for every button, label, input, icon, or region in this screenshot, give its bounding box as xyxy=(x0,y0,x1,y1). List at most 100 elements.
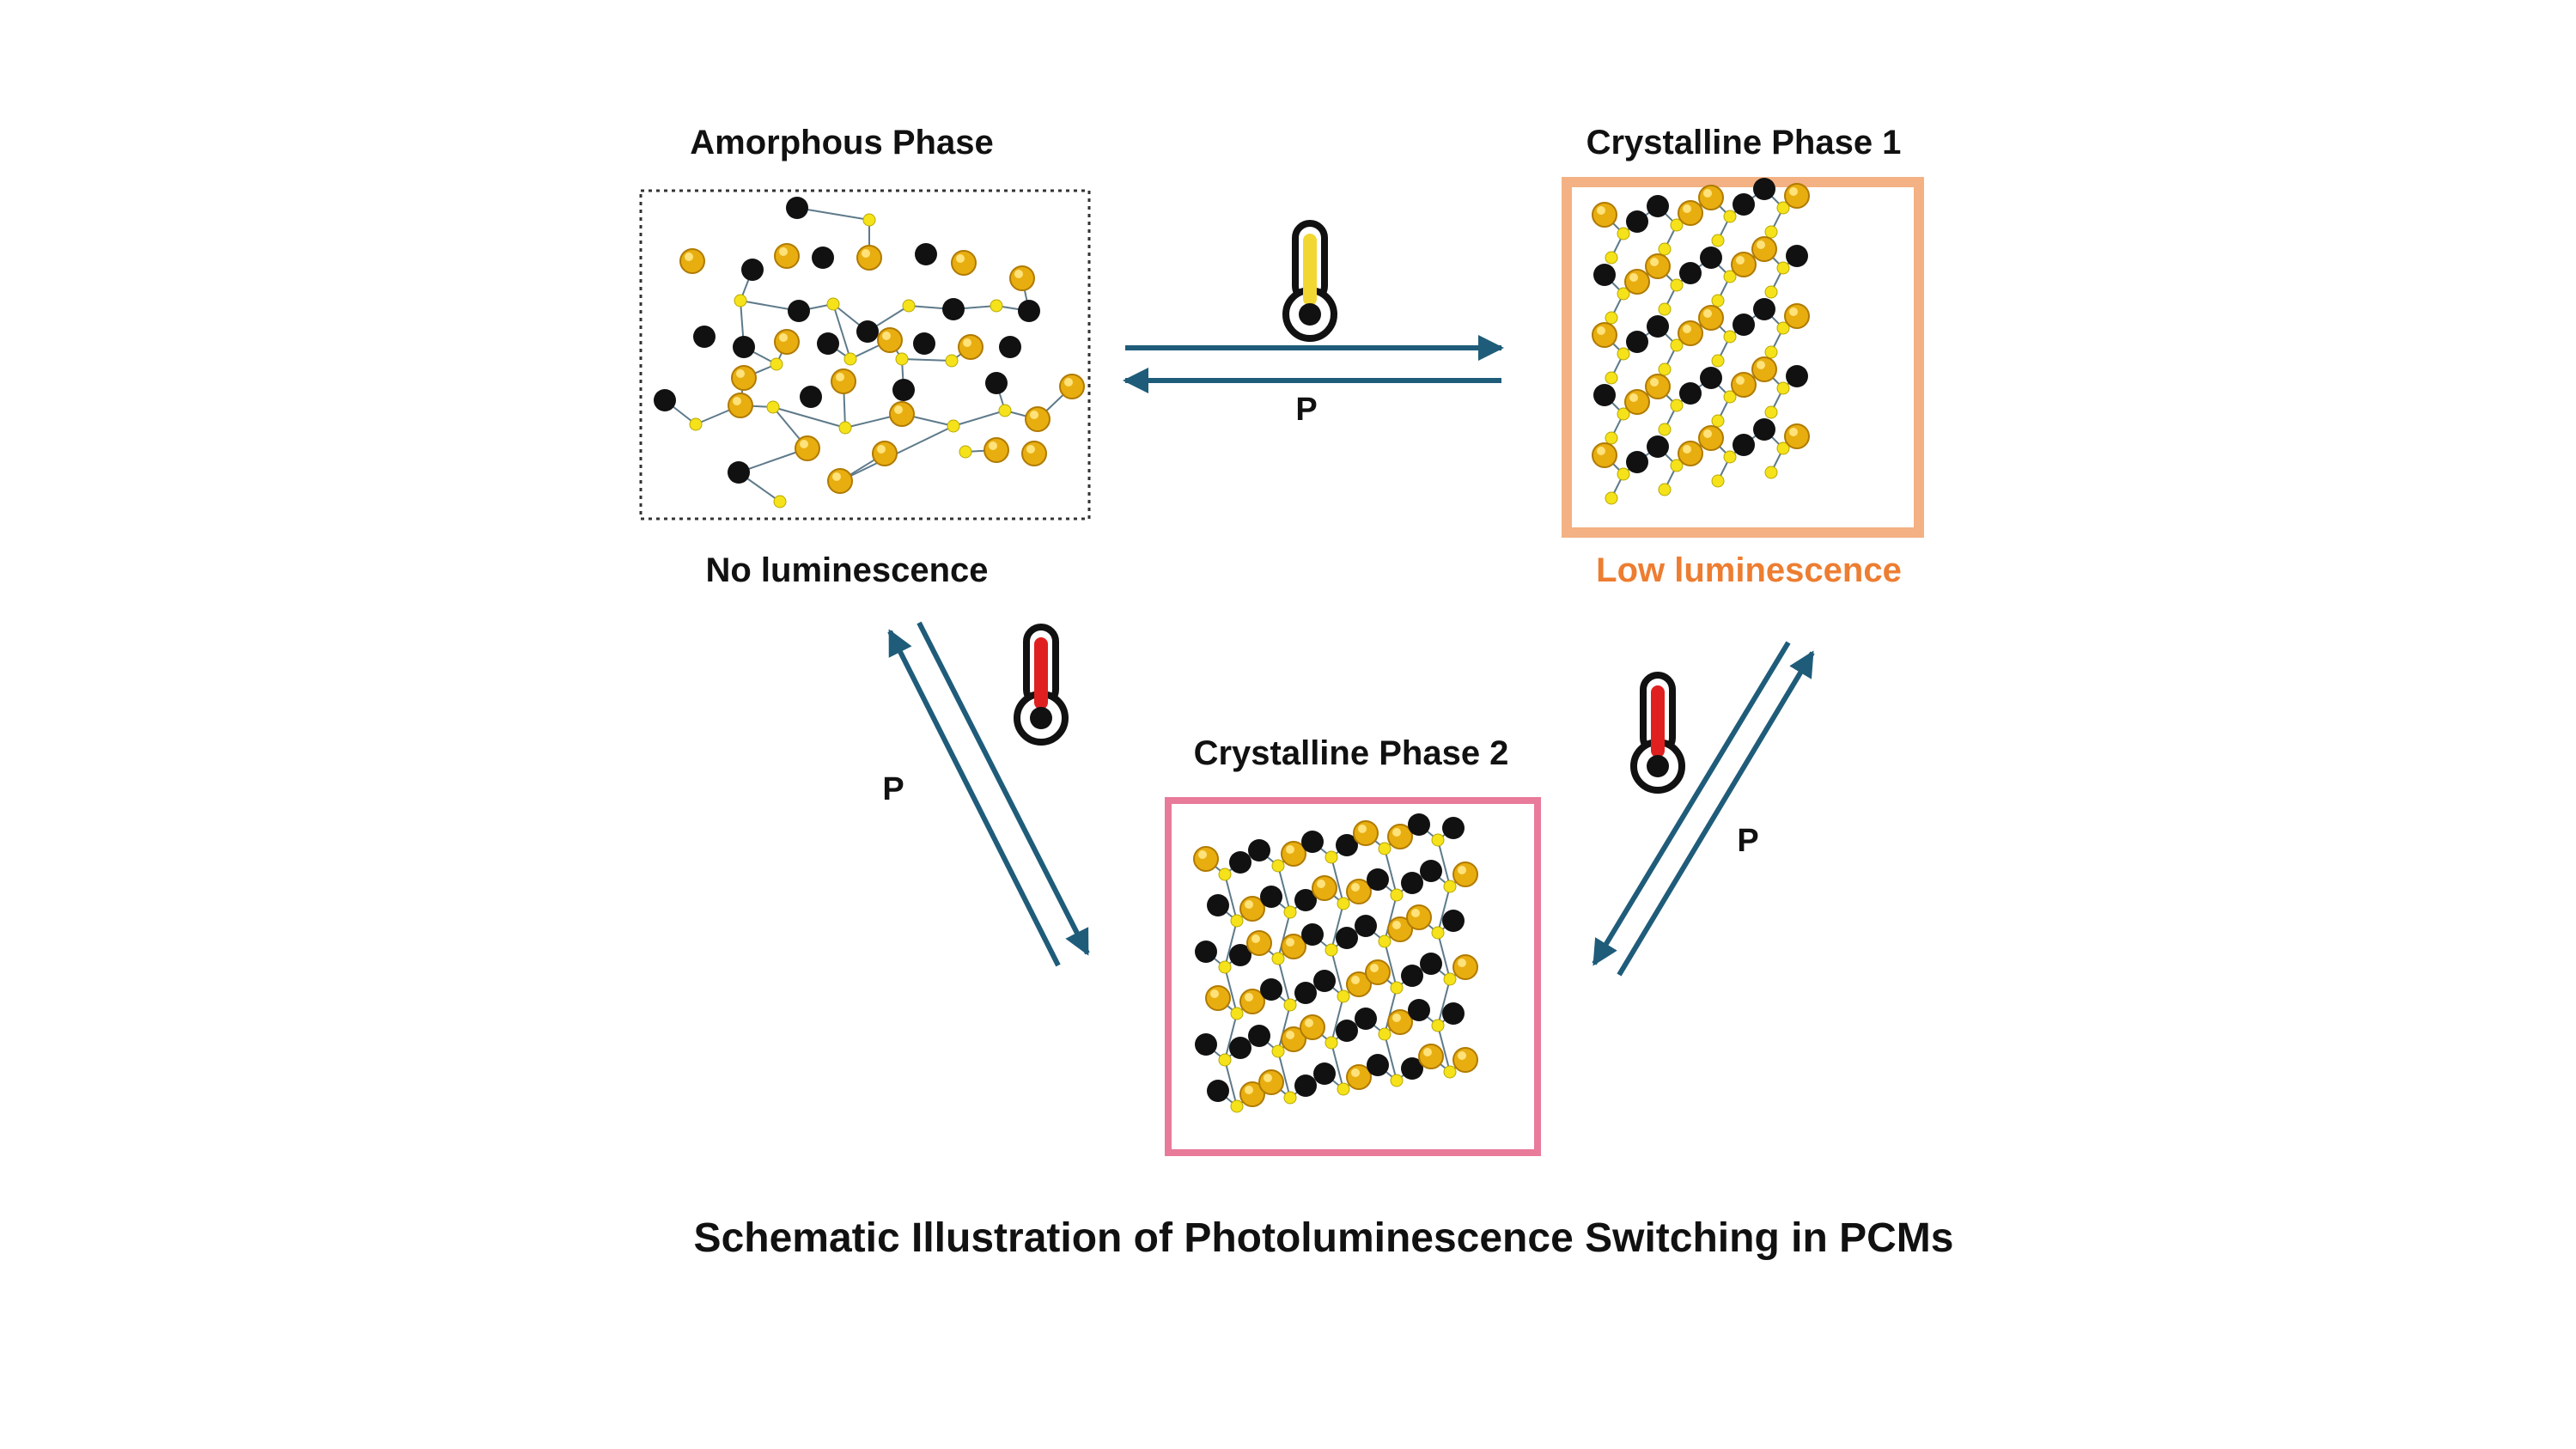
figure-caption: Schematic Illustration of Photoluminesce… xyxy=(693,1215,1954,1261)
crystalline2-phase-title: Crystalline Phase 2 xyxy=(1193,734,1509,772)
atom-highlight xyxy=(1351,883,1360,892)
small-atom xyxy=(945,354,959,368)
gold-atom xyxy=(1698,305,1724,331)
small-atom xyxy=(689,417,703,431)
gold-atom xyxy=(827,468,853,494)
bond xyxy=(1224,920,1238,968)
gold-atom xyxy=(1452,1047,1478,1073)
small-atom xyxy=(1337,989,1350,1003)
amorphous-luminescence-label: No luminescence xyxy=(705,551,989,589)
atom-highlight xyxy=(1789,307,1798,316)
small-atom xyxy=(1230,914,1244,928)
small-atom xyxy=(1711,234,1725,247)
bond xyxy=(1224,874,1238,922)
atom-highlight xyxy=(1458,866,1466,874)
gold-atom xyxy=(731,365,757,391)
bond xyxy=(1384,1033,1398,1081)
small-atom xyxy=(1271,1044,1285,1058)
dark-atom xyxy=(1733,193,1755,216)
atom-highlight xyxy=(877,445,886,454)
gold-atom xyxy=(1021,441,1047,466)
gold-atom xyxy=(774,329,800,355)
small-atom xyxy=(1711,414,1725,428)
small-atom xyxy=(1431,833,1445,847)
small-atom xyxy=(862,213,876,227)
small-atom xyxy=(1443,972,1457,986)
small-atom xyxy=(1378,842,1392,855)
gold-atom xyxy=(1698,425,1724,451)
gold-atom xyxy=(1258,1069,1284,1095)
gold-atom xyxy=(1353,820,1379,846)
small-atom xyxy=(1617,227,1630,240)
small-atom xyxy=(1325,943,1338,957)
small-atom xyxy=(1283,998,1297,1012)
gold-atom xyxy=(1751,236,1777,262)
dark-atom xyxy=(1442,1002,1465,1025)
atom-highlight xyxy=(882,332,891,340)
small-atom xyxy=(1670,278,1684,292)
bond xyxy=(1331,856,1344,904)
dark-atom xyxy=(1367,1054,1389,1076)
dark-atom xyxy=(1626,451,1648,473)
dark-atom xyxy=(915,243,937,265)
bond xyxy=(832,303,851,360)
atom-highlight xyxy=(1026,445,1035,454)
small-atom xyxy=(1776,201,1790,215)
thermometer-icon-right xyxy=(1630,672,1685,794)
atom-highlight xyxy=(685,253,693,261)
small-atom xyxy=(1605,251,1618,265)
bond xyxy=(1437,839,1451,887)
dark-atom xyxy=(1313,970,1336,992)
dark-atom xyxy=(1626,331,1648,353)
small-atom xyxy=(1670,218,1684,232)
atom-highlight xyxy=(1650,258,1659,266)
gold-atom xyxy=(1784,423,1810,449)
dark-atom xyxy=(1195,941,1217,963)
atom-highlight xyxy=(1358,825,1367,833)
dark-atom xyxy=(1401,965,1423,987)
small-atom xyxy=(895,352,909,366)
small-atom xyxy=(1605,311,1618,325)
dark-atom xyxy=(1301,923,1324,946)
atom-highlight xyxy=(1014,270,1023,278)
amorphous-structure xyxy=(654,197,1085,508)
dark-atom xyxy=(1207,1080,1229,1102)
small-atom xyxy=(1283,905,1297,919)
atom-highlight xyxy=(1597,447,1605,455)
atom-highlight xyxy=(1351,976,1360,984)
gold-atom xyxy=(1731,252,1757,277)
gold-atom xyxy=(951,250,977,276)
small-atom xyxy=(1431,1019,1445,1032)
crystalline1-luminescence-label: Low luminescence xyxy=(1596,551,1902,589)
gold-atom xyxy=(984,437,1009,463)
atom-highlight xyxy=(1245,1086,1253,1094)
dark-atom xyxy=(1679,382,1702,405)
gold-atom xyxy=(856,245,882,271)
bond xyxy=(772,406,846,429)
atom-highlight xyxy=(1458,1051,1466,1060)
atom-highlight xyxy=(1683,445,1691,454)
dark-atom xyxy=(1336,1020,1358,1042)
dark-atom xyxy=(1733,314,1755,336)
arrow-crystalline2-to-crystalline1 xyxy=(1617,650,1815,977)
small-atom xyxy=(1711,354,1725,368)
dark-atom xyxy=(1313,1062,1336,1085)
small-atom xyxy=(1658,423,1672,436)
dark-atom xyxy=(1367,868,1389,891)
small-atom xyxy=(1337,1082,1350,1096)
atom-highlight xyxy=(1210,989,1219,998)
dark-atom xyxy=(1420,953,1442,975)
atom-highlight xyxy=(1245,900,1253,909)
bond xyxy=(1331,903,1344,951)
small-atom xyxy=(1670,399,1684,412)
dark-atom xyxy=(1260,978,1282,1001)
atom-highlight xyxy=(1736,256,1745,265)
gold-atom xyxy=(1406,904,1432,930)
gold-atom xyxy=(1452,954,1478,980)
dark-atom xyxy=(892,379,915,401)
dark-atom xyxy=(1442,817,1465,839)
small-atom xyxy=(1723,210,1737,223)
dark-atom xyxy=(1647,315,1669,338)
bond xyxy=(1277,865,1291,913)
small-atom xyxy=(1670,338,1684,352)
